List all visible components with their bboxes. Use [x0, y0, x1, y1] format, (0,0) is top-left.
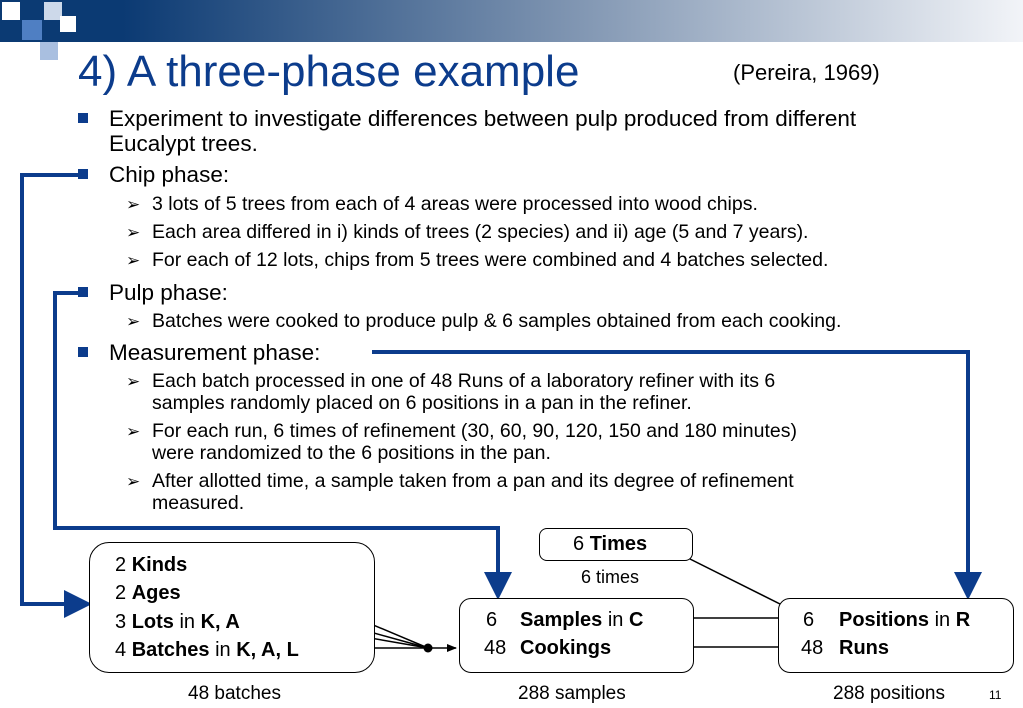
batches-box: 2 Kinds 2 Ages 3 Lots in K, A 4 Batches …	[89, 542, 375, 673]
arrow-bullet-icon: ➢	[126, 372, 141, 391]
deco-square	[22, 20, 42, 40]
measurement-phase-connector	[372, 350, 982, 600]
experiment-text: Experiment to investigate differences be…	[109, 106, 857, 131]
measurement-item: Each batch processed in one of 48 Runs o…	[152, 370, 776, 392]
measurement-item: were randomized to the 6 positions in th…	[152, 442, 551, 464]
arrow-bullet-icon: ➢	[126, 251, 141, 270]
chip-phase-connector	[20, 173, 92, 618]
experiment-text: Eucalypt trees.	[109, 131, 258, 156]
cookings-row: Cookings	[520, 637, 612, 659]
chip-item: Each area differed in i) kinds of trees …	[152, 221, 809, 243]
deco-square	[40, 42, 58, 60]
arrow-bullet-icon: ➢	[126, 422, 141, 441]
cookings-count: 48	[484, 637, 507, 659]
measurement-item: samples randomly placed on 6 positions i…	[152, 392, 692, 414]
page-number: 11	[989, 688, 1002, 702]
ages-row: 2 Ages	[115, 582, 181, 604]
times-factor: Times	[589, 533, 648, 555]
times-box: 6 Times	[539, 528, 693, 561]
lots-row: 3 Lots in K, A	[115, 611, 240, 633]
measurement-phase-label: Measurement phase:	[109, 340, 321, 365]
kinds-row: 2 Kinds	[115, 554, 188, 576]
citation: (Pereira, 1969)	[733, 60, 880, 85]
bullet-square	[78, 347, 88, 357]
measurement-item: measured.	[152, 492, 245, 514]
times-label: 6 Times	[573, 533, 647, 556]
times-count: 6	[573, 533, 585, 555]
junction-dot	[423, 643, 433, 653]
pulp-item: Batches were cooked to produce pulp & 6 …	[152, 310, 842, 332]
runs-row: Runs	[839, 637, 889, 659]
bullet-square	[78, 113, 88, 123]
positions-count: 6	[803, 609, 815, 631]
deco-square	[60, 16, 76, 32]
deco-square	[44, 2, 62, 20]
measurement-item: For each run, 6 times of refinement (30,…	[152, 420, 797, 442]
times-caption: 6 times	[581, 567, 640, 587]
arrow-bullet-icon: ➢	[126, 312, 141, 331]
positions-caption: 288 positions	[833, 683, 945, 704]
chip-item: 3 lots of 5 trees from each of 4 areas w…	[152, 193, 758, 215]
arrow-bullet-icon: ➢	[126, 472, 141, 491]
samples-count: 6	[486, 609, 498, 631]
deco-square	[2, 2, 20, 20]
samples-row: Samples in C	[520, 609, 644, 631]
chip-item: For each of 12 lots, chips from 5 trees …	[152, 249, 829, 271]
runs-count: 48	[801, 637, 824, 659]
measurement-item: After allotted time, a sample taken from…	[152, 470, 794, 492]
samples-caption: 288 samples	[518, 683, 626, 704]
slide-title: 4) A three-phase example	[78, 47, 580, 96]
positions-row: Positions in R	[839, 609, 971, 631]
arrow-bullet-icon: ➢	[126, 223, 141, 242]
batches-caption: 48 batches	[188, 683, 281, 704]
header-gradient-bar	[0, 0, 1023, 42]
batches-row: 4 Batches in K, A, L	[115, 639, 299, 661]
positions-box: 6 Positions in R 48 Runs	[778, 598, 1014, 673]
arrow-bullet-icon: ➢	[126, 195, 141, 214]
chip-phase-label: Chip phase:	[109, 162, 230, 187]
samples-box: 6 Samples in C 48 Cookings	[459, 598, 694, 673]
pulp-phase-label: Pulp phase:	[109, 280, 228, 305]
pulp-phase-connector	[53, 291, 512, 600]
